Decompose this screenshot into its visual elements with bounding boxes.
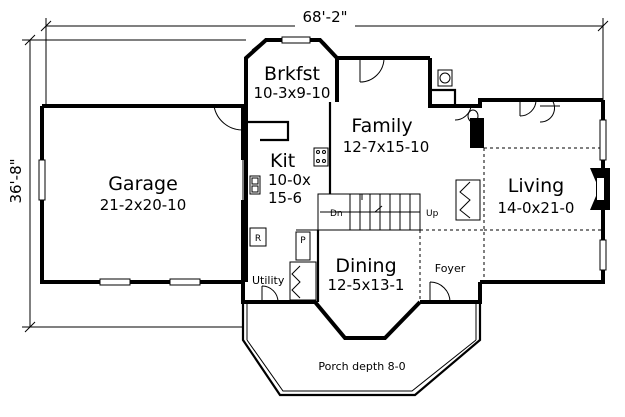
stair-up-label: Up (426, 209, 439, 219)
foyer-room-name: Foyer (435, 262, 466, 275)
garage-room-size: 21-2x20-10 (100, 196, 187, 214)
utility-closet (289, 261, 317, 301)
breakfast-room-name: Brkfst (264, 63, 320, 85)
breakfast-bay-windows (251, 36, 334, 53)
breakfast-room-size: 10-3x9-10 (254, 84, 331, 102)
closet-bifold-left (455, 179, 481, 221)
breakfast-door-swing (359, 57, 385, 83)
porch-outline (241, 302, 482, 397)
dining-room-name: Dining (335, 255, 396, 277)
pantry: P (295, 231, 311, 261)
svg-text:R: R (255, 234, 261, 244)
living-room-size: 14-0x21-0 (498, 199, 575, 217)
front-door-swing (429, 281, 451, 303)
width-dimension-label: 68'-2" (302, 8, 347, 26)
kitchen-room-name: Kit (270, 150, 295, 172)
garage-door-swing (213, 105, 244, 131)
cooktop-icon (313, 147, 329, 167)
dining-room-size: 12-5x13-1 (328, 276, 405, 294)
kitchen-room-size-1: 10-0x (268, 171, 311, 189)
garage-window-left (38, 159, 46, 201)
utility-room-name: Utility (252, 274, 285, 287)
depth-dimension-label: 36'-8" (7, 158, 25, 203)
porch-label: Porch depth 8-0 (318, 360, 405, 373)
staircase (317, 193, 421, 231)
sink-icon (249, 175, 261, 195)
fireplace (590, 168, 610, 210)
stair-down-label: Dn (330, 209, 343, 219)
utility-door-swing (261, 285, 279, 303)
living-window (599, 119, 607, 161)
living-room-name: Living (508, 175, 565, 197)
refrigerator: R (249, 227, 267, 247)
bathroom (430, 69, 484, 148)
family-room-name: Family (351, 115, 412, 137)
family-room-size: 12-7x15-10 (343, 138, 430, 156)
dining-walls (296, 229, 320, 302)
living-door-swing (519, 99, 560, 123)
garage-room-name: Garage (108, 173, 178, 195)
kitchen-room-size-2: 15-6 (268, 189, 302, 207)
garage-door-windows (99, 278, 201, 286)
living-divider (419, 147, 603, 302)
depth-dimension-line (22, 34, 246, 333)
svg-text:P: P (300, 236, 306, 246)
